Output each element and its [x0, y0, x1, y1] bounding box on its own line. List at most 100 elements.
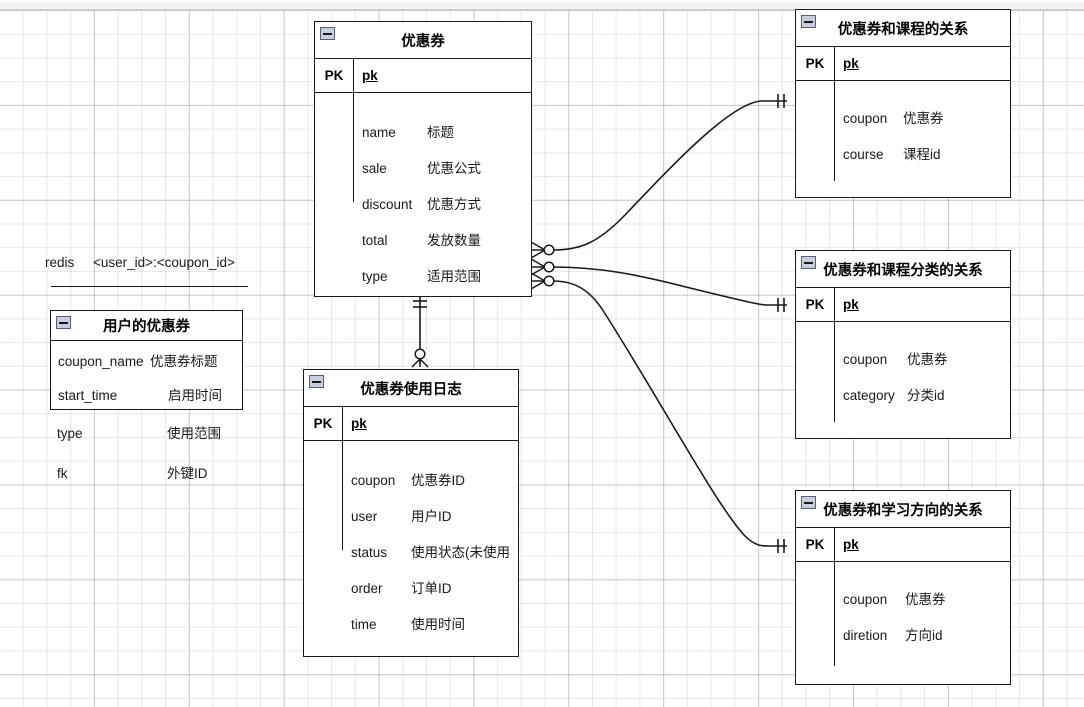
- attribute-row: total 发放数量: [362, 229, 481, 249]
- attribute-comment: 外键ID: [167, 466, 208, 481]
- entity-pk-row: PK pk: [796, 47, 1010, 81]
- attribute-divider: [834, 562, 835, 666]
- attribute-comment: 优惠券: [903, 111, 944, 126]
- attribute-comment: 分类id: [907, 388, 945, 403]
- entity-title-text: 优惠券和课程分类的关系: [823, 262, 983, 279]
- entity-pk-row: PK pk: [796, 528, 1010, 562]
- column-divider: [834, 288, 835, 322]
- attribute-name: coupon: [843, 352, 888, 367]
- collapse-minus-icon[interactable]: [56, 316, 71, 329]
- attribute-divider: [353, 93, 354, 202]
- attribute-name: course: [843, 147, 884, 162]
- connector-coupon-course: [552, 100, 787, 251]
- attribute-name: status: [351, 545, 388, 560]
- entity-title-text: 优惠券和学习方向的关系: [823, 502, 983, 519]
- attribute-comment: 优惠公式: [427, 161, 481, 176]
- entity-pk-row: PK pk: [315, 59, 531, 93]
- column-divider: [342, 407, 343, 441]
- pk-field-name: pk: [843, 297, 859, 312]
- attribute-row: coupon 优惠券: [843, 107, 944, 127]
- entity-pk-row: PK pk: [796, 288, 1010, 322]
- pk-label: PK: [313, 416, 333, 431]
- connector-coupon-direction: [552, 280, 787, 547]
- cardinality-exactly-one-2: [777, 298, 785, 312]
- attribute-name: coupon_name: [58, 354, 144, 369]
- attribute-name: coupon: [843, 592, 888, 607]
- attribute-name: sale: [362, 161, 387, 176]
- cardinality-exactly-one-1: [777, 94, 785, 108]
- redis-key-label: redis: [45, 255, 75, 270]
- attribute-name: start_time: [58, 388, 118, 403]
- collapse-minus-icon[interactable]: [801, 15, 816, 28]
- attribute-row: start_time 启用时间: [58, 384, 222, 404]
- collapse-minus-icon[interactable]: [801, 256, 816, 269]
- cardinality-zero-or-many-3: [530, 272, 555, 290]
- attribute-name: coupon: [843, 111, 888, 126]
- attribute-name: discount: [362, 197, 413, 212]
- entity-title-bar: 优惠券: [315, 22, 531, 59]
- attribute-divider: [834, 81, 835, 181]
- attribute-row: coupon 优惠券: [843, 588, 946, 608]
- attribute-name: time: [351, 617, 377, 632]
- attribute-comment: 使用时间: [411, 617, 465, 632]
- pk-label: PK: [805, 297, 825, 312]
- cardinality-zero-or-many-1: [530, 241, 555, 259]
- pk-label: PK: [805, 537, 825, 552]
- attribute-row: time 使用时间: [351, 613, 465, 633]
- attribute-name: name: [362, 125, 396, 140]
- collapse-minus-icon[interactable]: [309, 375, 324, 388]
- cardinality-zero-or-many-4: [411, 348, 429, 368]
- column-divider: [834, 47, 835, 81]
- pk-field-name: pk: [843, 56, 859, 71]
- collapse-minus-icon[interactable]: [320, 27, 335, 40]
- attribute-comment: 启用时间: [168, 388, 222, 403]
- attribute-name: fk: [57, 466, 68, 481]
- column-divider: [834, 528, 835, 562]
- attribute-name: total: [362, 233, 388, 248]
- cardinality-zero-or-many-2: [530, 258, 555, 276]
- redis-note-underline: [51, 286, 248, 287]
- collapse-minus-icon[interactable]: [801, 496, 816, 509]
- entity-title-text: 用户的优惠券: [103, 319, 190, 335]
- attribute-comment: 优惠券: [905, 592, 946, 607]
- entity-title-bar: 用户的优惠券: [51, 311, 242, 341]
- entity-title-bar: 优惠券和学习方向的关系: [796, 491, 1010, 528]
- attribute-comment: 使用状态(未使用: [411, 545, 510, 560]
- pk-label: PK: [324, 68, 344, 83]
- attribute-row: coupon 优惠券: [843, 348, 948, 368]
- entity-title-text: 优惠券: [401, 33, 445, 50]
- attribute-comment: 使用范围: [167, 426, 221, 441]
- attribute-comment: 发放数量: [427, 233, 481, 248]
- attribute-row: name 标题: [362, 121, 454, 141]
- attribute-comment: 适用范围: [427, 269, 481, 284]
- attribute-name: diretion: [843, 628, 888, 643]
- cardinality-exactly-one-3: [777, 539, 785, 553]
- attribute-comment: 优惠券: [907, 352, 948, 367]
- toolbar-strip: [0, 0, 1084, 10]
- attribute-comment: 标题: [427, 125, 454, 140]
- attribute-divider: [342, 441, 343, 550]
- attribute-name: user: [351, 509, 378, 524]
- pk-field-name: pk: [843, 537, 859, 552]
